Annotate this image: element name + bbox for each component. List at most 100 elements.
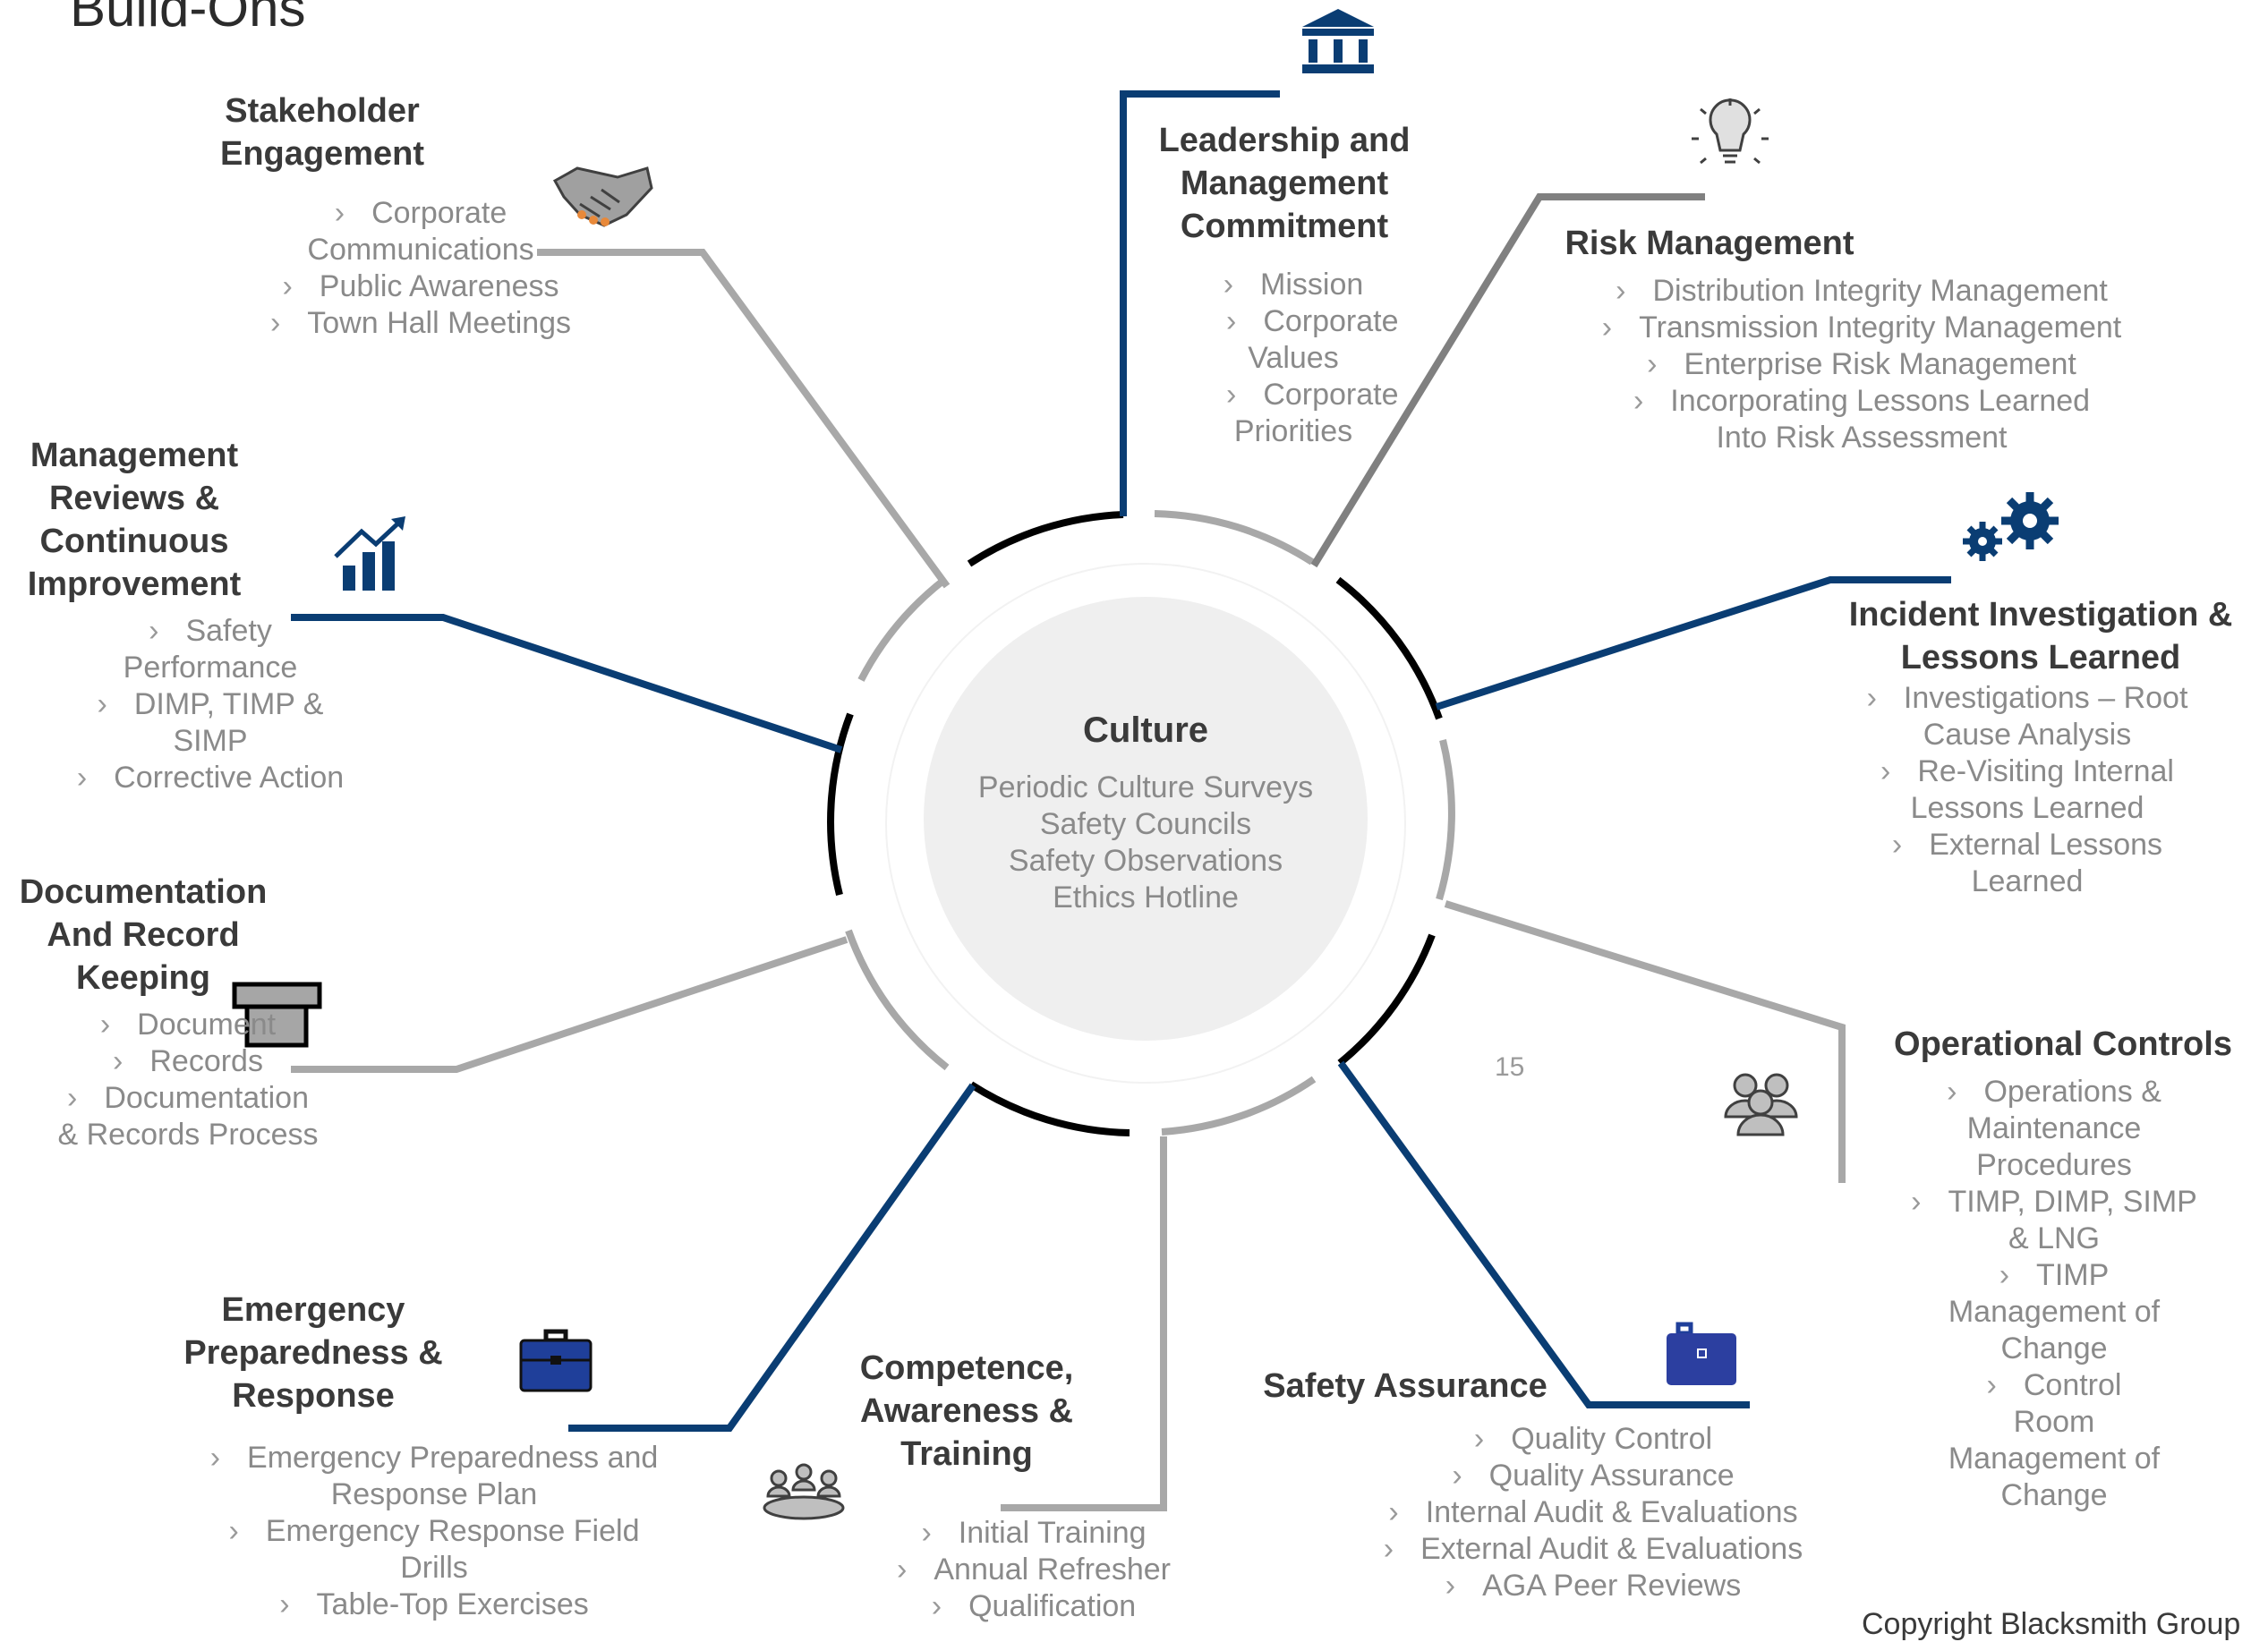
heading-line: Management [30, 437, 239, 474]
list-item: Corporate Communications [224, 195, 618, 268]
connector-operational [1444, 900, 1846, 1183]
heading-line: Awareness & [860, 1392, 1073, 1430]
risk-heading: Risk Management [1565, 225, 1854, 262]
people-group-icon [1724, 1073, 1798, 1136]
culture-item: Ethics Hotline [1053, 881, 1239, 915]
competence-items: Initial Training Annual Refresher Qualif… [841, 1515, 1226, 1625]
list-item: Mission [1181, 267, 1405, 303]
list-item: TIMP Management of Change [1875, 1257, 2233, 1367]
ring-arc-leadership [967, 511, 1124, 567]
list-item: AGA Peer Reviews [1343, 1568, 1844, 1604]
list-item: Corrective Action [36, 760, 385, 796]
leadership-items: Mission Corporate Values Corporate Prior… [1181, 267, 1405, 450]
connector-emergency [568, 1083, 976, 1432]
page-title: Build-Ons [70, 0, 306, 38]
connector-documentation [291, 936, 848, 1073]
gears-icon [1963, 492, 2059, 561]
heading-line: Incident Investigation & [1848, 596, 2233, 634]
copyright-notice: Copyright Blacksmith Group [1862, 1607, 2241, 1641]
institution-icon [1302, 9, 1374, 73]
list-item: Emergency Response Field Drills [170, 1513, 698, 1587]
heading-line: Competence, [859, 1349, 1074, 1387]
emergency-items: Emergency Preparedness and Response Plan… [170, 1440, 698, 1623]
operational-heading: Operational Controls [1894, 1025, 2232, 1063]
assurance-heading: Safety Assurance [1263, 1367, 1548, 1405]
ring-arc-emergency [968, 1081, 1130, 1136]
list-item: Town Hall Meetings [224, 305, 618, 342]
operational-controls-block: Operational Controls [1862, 1023, 2264, 1066]
ring-arc-documentation [845, 929, 950, 1071]
list-item: Enterprise Risk Management [1557, 346, 2166, 383]
competence-block: Competence, Awareness & Training [832, 1347, 1101, 1476]
heading-line: Engagement [219, 135, 425, 173]
lightbulb-icon [1692, 98, 1769, 165]
documentation-heading: Documentation And Record Keeping [9, 871, 277, 1000]
heading-line: Stakeholder [225, 92, 420, 130]
growth-chart-icon [334, 516, 405, 591]
assurance-items: Quality Control Quality Assurance Intern… [1343, 1421, 1844, 1604]
documentation-block: Documentation And Record Keeping [9, 871, 277, 1000]
list-item: Annual Refresher [841, 1552, 1226, 1588]
meeting-icon [763, 1463, 845, 1520]
heading-line: Leadership and [1158, 122, 1411, 159]
management-heading: Management Reviews & Continuous Improvem… [9, 434, 260, 606]
page-number: 15 [1495, 1052, 1525, 1082]
culture-item: Periodic Culture Surveys [977, 770, 1314, 804]
heading-line: Response [232, 1377, 395, 1415]
management-items: Safety Performance DIMP, TIMP & SIMP Cor… [36, 613, 385, 796]
heading-line: Training [900, 1435, 1033, 1473]
ring-arc-competence [1161, 1076, 1317, 1136]
list-item: Internal Audit & Evaluations [1343, 1494, 1844, 1531]
list-item: Quality Assurance [1343, 1458, 1844, 1494]
heading-line: Reviews & [48, 480, 220, 517]
safety-assurance-block: Safety Assurance [1244, 1365, 1566, 1408]
heading-line: Lessons Learned [1900, 639, 2181, 676]
heading-line: Management [1180, 165, 1389, 202]
culture-items: Periodic Culture Surveys Safety Councils… [949, 770, 1343, 916]
center-circle [924, 597, 1368, 1041]
connector-competence [1001, 1136, 1167, 1511]
list-item: Safety Performance [36, 613, 385, 686]
connector-leadership [1120, 90, 1280, 516]
stakeholder-heading: Stakeholder Engagement [197, 89, 448, 175]
list-item: Control Room Management of Change [1875, 1367, 2233, 1514]
list-item: Investigations – Root Cause Analysis [1826, 680, 2229, 753]
list-item: External Audit & Evaluations [1343, 1531, 1844, 1568]
operational-items: Operations & Maintenance Procedures TIMP… [1875, 1074, 2233, 1514]
ring-arc-management [827, 712, 854, 896]
list-item: TIMP, DIMP, SIMP & LNG [1875, 1184, 2233, 1257]
list-item: Records [18, 1043, 358, 1080]
ring-arc-incident [1335, 576, 1443, 720]
ring-arc-stakeholder [857, 576, 947, 682]
management-reviews-block: Management Reviews & Continuous Improvem… [9, 434, 260, 606]
culture-title: Culture [1083, 710, 1208, 750]
list-item: Document [18, 1007, 358, 1043]
list-item: Transmission Integrity Management [1557, 310, 2166, 346]
risk-items: Distribution Integrity Management Transm… [1557, 273, 2166, 456]
heading-line: Improvement [27, 566, 242, 603]
list-item: Distribution Integrity Management [1557, 273, 2166, 310]
list-item: Documentation & Records Process [18, 1080, 358, 1153]
list-item: External Lessons Learned [1826, 827, 2229, 900]
culture-item: Safety Councils [1039, 807, 1252, 841]
emergency-heading: Emergency Preparedness & Response [161, 1289, 465, 1417]
heading-line: Preparedness & [183, 1334, 443, 1372]
list-item: Table-Top Exercises [170, 1587, 698, 1623]
heading-line: Emergency [221, 1291, 405, 1329]
documentation-items: Document Records Documentation & Records… [18, 1007, 358, 1153]
emergency-block: Emergency Preparedness & Response [161, 1289, 465, 1417]
risk-management-block: Risk Management [1522, 222, 1897, 265]
stakeholder-engagement-block: Stakeholder Engagement [197, 89, 448, 175]
list-item: Re-Visiting Internal Lessons Learned [1826, 753, 2229, 827]
incident-items: Investigations – Root Cause Analysis Re-… [1826, 680, 2229, 900]
list-item: Emergency Preparedness and Response Plan [170, 1440, 698, 1513]
culture-item: Safety Observations [1008, 844, 1283, 878]
list-item: Quality Control [1343, 1421, 1844, 1458]
ring-arc-risk [1154, 510, 1315, 566]
heading-line: And Record [47, 916, 240, 954]
list-item: Incorporating Lessons Learned Into Risk … [1557, 383, 2166, 456]
list-item: Operations & Maintenance Procedures [1875, 1074, 2233, 1184]
connector-assurance [1337, 1060, 1750, 1408]
ring-arc-assurance [1337, 933, 1436, 1067]
briefcase-icon [519, 1329, 593, 1392]
